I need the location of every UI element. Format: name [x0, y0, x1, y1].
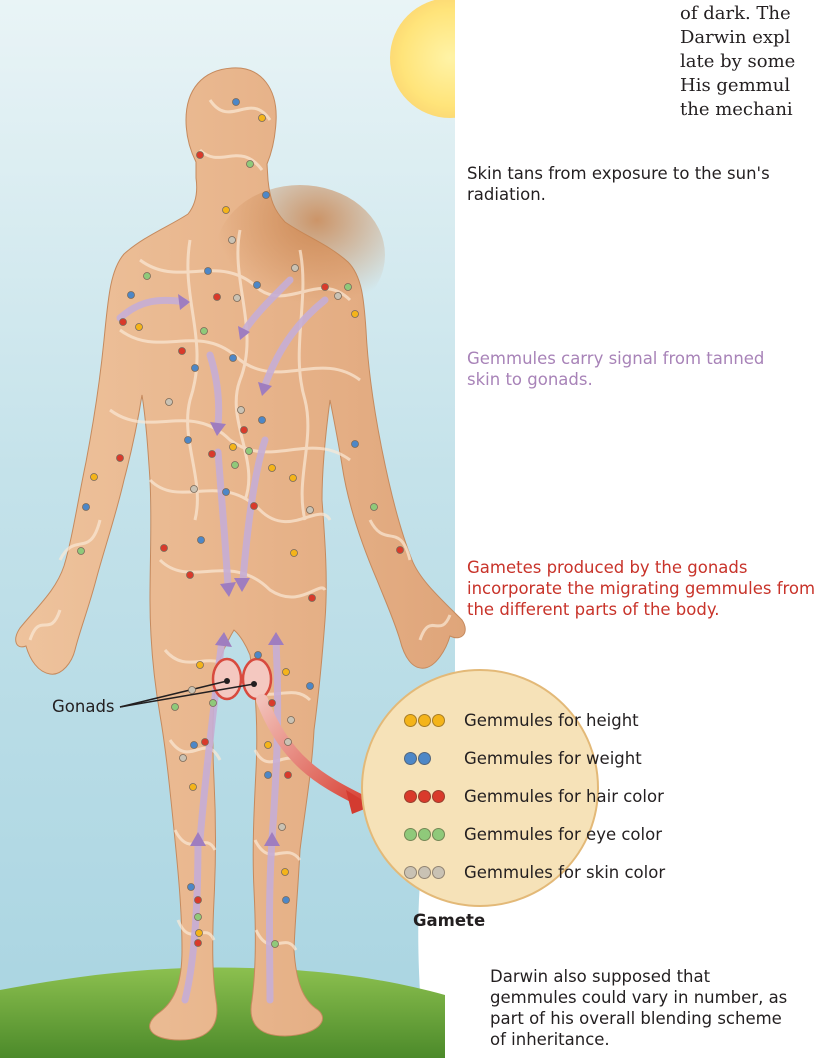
body-text-line: Darwin expl: [680, 26, 790, 50]
gemmule-dot: [432, 866, 445, 879]
gemmule-dot: [418, 790, 431, 803]
legend-swatch: [404, 866, 464, 879]
gemmule-dot: [432, 828, 445, 841]
gemmule-dot: [404, 714, 417, 727]
gamete-label: Gamete: [413, 910, 485, 931]
body-text-line: late by some: [680, 50, 795, 74]
legend-label: Gemmules for hair color: [464, 787, 664, 806]
gemmule-dot: [404, 790, 417, 803]
legend-row: Gemmules for weight: [404, 746, 642, 770]
legend-label: Gemmules for eye color: [464, 825, 662, 844]
body-text-line: of dark. The: [680, 2, 791, 26]
gemmule-dot: [418, 828, 431, 841]
legend-row: Gemmules for eye color: [404, 822, 662, 846]
legend-swatch: [404, 828, 464, 841]
annotation-skin-tans: Skin tans from exposure to the sun's rad…: [467, 163, 807, 205]
legend-swatch: [404, 714, 464, 727]
legend-row: Gemmules for skin color: [404, 860, 665, 884]
grass-ground: [0, 967, 445, 1058]
legend-label: Gemmules for height: [464, 711, 639, 730]
annotation-gametes-produced: Gametes produced by the gonads incorpora…: [467, 557, 827, 620]
gemmule-dot: [418, 752, 431, 765]
gemmule-dot: [418, 866, 431, 879]
gemmule-dot: [404, 752, 417, 765]
gemmule-dot: [404, 828, 417, 841]
annotation-darwin-supposed: Darwin also supposed that gemmules could…: [490, 966, 800, 1050]
body-text-line: the mechani: [680, 98, 793, 122]
legend-row: Gemmules for height: [404, 708, 639, 732]
legend-label: Gemmules for skin color: [464, 863, 665, 882]
gemmule-dot: [404, 866, 417, 879]
annotation-gemmules-signal: Gemmules carry signal from tanned skin t…: [467, 348, 797, 390]
body-text-line: His gemmul: [680, 74, 790, 98]
legend-swatch: [404, 790, 464, 803]
gemmule-dot: [432, 790, 445, 803]
legend-row: Gemmules for hair color: [404, 784, 664, 808]
gemmule-dot: [418, 714, 431, 727]
gemmule-dot: [432, 714, 445, 727]
legend-label: Gemmules for weight: [464, 749, 642, 768]
gonads-label: Gonads: [52, 696, 115, 717]
legend-swatch: [404, 752, 464, 765]
